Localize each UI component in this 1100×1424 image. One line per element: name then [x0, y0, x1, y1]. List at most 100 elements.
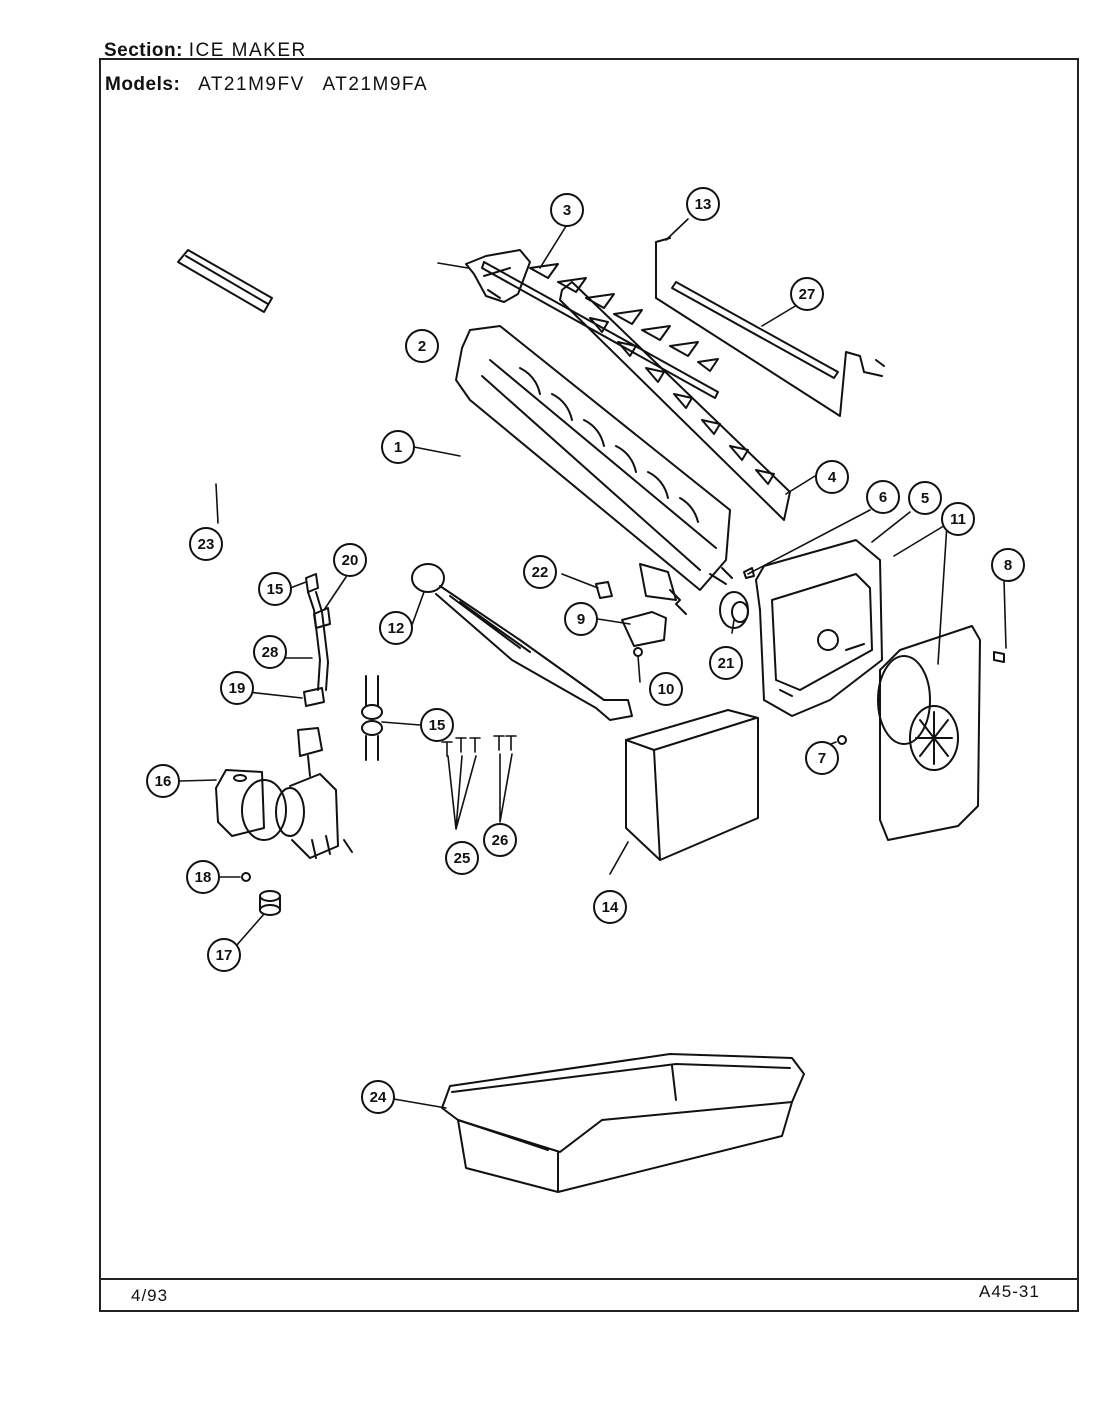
callout-number: 3: [563, 202, 571, 219]
callout-number: 19: [229, 680, 246, 697]
screw-10-part: [633, 647, 643, 657]
callout-20: 20: [333, 543, 367, 577]
callout-number: 20: [342, 552, 359, 569]
callout-26: 26: [483, 823, 517, 857]
callout-circle: [805, 741, 839, 775]
callout-25: 25: [445, 841, 479, 875]
callout-number: 10: [658, 681, 675, 698]
model-2: AT21M9FA: [322, 74, 429, 95]
tube-part: [307, 591, 329, 691]
clip-part: [595, 581, 613, 599]
callout-circle: [379, 611, 413, 645]
callout-circle: [381, 430, 415, 464]
callout-number: 12: [388, 620, 405, 637]
callout-circle: [445, 841, 479, 875]
arm-rod-part: [671, 281, 839, 379]
bracket-part: [621, 611, 667, 647]
callout-number: 14: [602, 899, 619, 916]
callout-6: 6: [866, 480, 900, 514]
callout-13: 13: [686, 187, 720, 221]
callout-7: 7: [805, 741, 839, 775]
callout-number: 5: [921, 490, 929, 507]
callout-4: 4: [815, 460, 849, 494]
callout-number: 28: [262, 644, 279, 661]
callout-group: 1234567891011121314151516171819202122232…: [146, 187, 1025, 1114]
callout-22: 22: [523, 555, 557, 589]
water-valve-part: [215, 727, 353, 859]
screw-6-part: [743, 567, 755, 579]
section-value: ICE MAKER: [188, 40, 307, 61]
ice-bin-part: [441, 1053, 805, 1193]
callout-circle: [941, 502, 975, 536]
callout-circle: [908, 481, 942, 515]
callout-circle: [649, 672, 683, 706]
callout-number: 9: [577, 611, 585, 628]
callout-3: 3: [550, 193, 584, 227]
coupling-part: [361, 675, 383, 761]
callout-circle: [523, 555, 557, 589]
models-header: Models: AT21M9FV AT21M9FA: [105, 74, 428, 96]
diagram-frame: Models: AT21M9FV AT21M9FA 4/93 A45-31: [99, 58, 1079, 1312]
callout-circle: [790, 277, 824, 311]
callout-15: 15: [420, 708, 454, 742]
callout-number: 13: [695, 196, 712, 213]
callout-circle: [420, 708, 454, 742]
callout-number: 6: [879, 489, 887, 506]
callout-28: 28: [253, 635, 287, 669]
callout-18: 18: [186, 860, 220, 894]
callout-24: 24: [361, 1080, 395, 1114]
cover-part: [625, 709, 759, 861]
callout-number: 17: [216, 947, 233, 964]
fill-cup-part: [177, 249, 273, 313]
housing-part: [755, 539, 883, 717]
callout-10: 10: [649, 672, 683, 706]
callout-15: 15: [258, 572, 292, 606]
callout-circle: [220, 671, 254, 705]
callout-number: 11: [950, 511, 966, 528]
callout-number: 15: [267, 581, 284, 598]
callout-circle: [333, 543, 367, 577]
callout-8: 8: [991, 548, 1025, 582]
shutoff-arm-part: [655, 237, 885, 417]
screw-8-part: [993, 651, 1005, 663]
callout-number: 18: [195, 869, 212, 886]
callout-number: 8: [1004, 557, 1012, 574]
callout-circle: [564, 602, 598, 636]
callout-27: 27: [790, 277, 824, 311]
callout-circle: [405, 329, 439, 363]
callout-number: 27: [799, 286, 816, 303]
callout-circle: [189, 527, 223, 561]
flow-washer-part: [259, 890, 281, 916]
screws-25-26-part: [441, 735, 517, 757]
fitting-upper-part: [305, 573, 319, 593]
callout-number: 15: [429, 717, 446, 734]
mold-part: [455, 325, 731, 601]
callout-number: 16: [155, 773, 172, 790]
callout-circle: [593, 890, 627, 924]
callout-circle: [991, 548, 1025, 582]
callout-circle: [186, 860, 220, 894]
callout-9: 9: [564, 602, 598, 636]
callout-circle: [207, 938, 241, 972]
callout-23: 23: [189, 527, 223, 561]
callout-5: 5: [908, 481, 942, 515]
ejector-part: [481, 261, 719, 399]
callout-14: 14: [593, 890, 627, 924]
callout-circle: [550, 193, 584, 227]
callout-number: 21: [718, 655, 735, 672]
callout-circle: [866, 480, 900, 514]
callout-number: 23: [198, 536, 215, 553]
callout-number: 4: [828, 469, 837, 486]
callout-number: 25: [454, 850, 471, 867]
callout-16: 16: [146, 764, 180, 798]
callout-circle: [686, 187, 720, 221]
callout-number: 22: [532, 564, 549, 581]
footer-code: A45-31: [979, 1282, 1040, 1301]
models-label: Models:: [105, 74, 181, 95]
callout-number: 1: [394, 439, 402, 456]
callout-19: 19: [220, 671, 254, 705]
callout-12: 12: [379, 611, 413, 645]
callout-number: 26: [492, 832, 509, 849]
callout-11: 11: [941, 502, 975, 536]
